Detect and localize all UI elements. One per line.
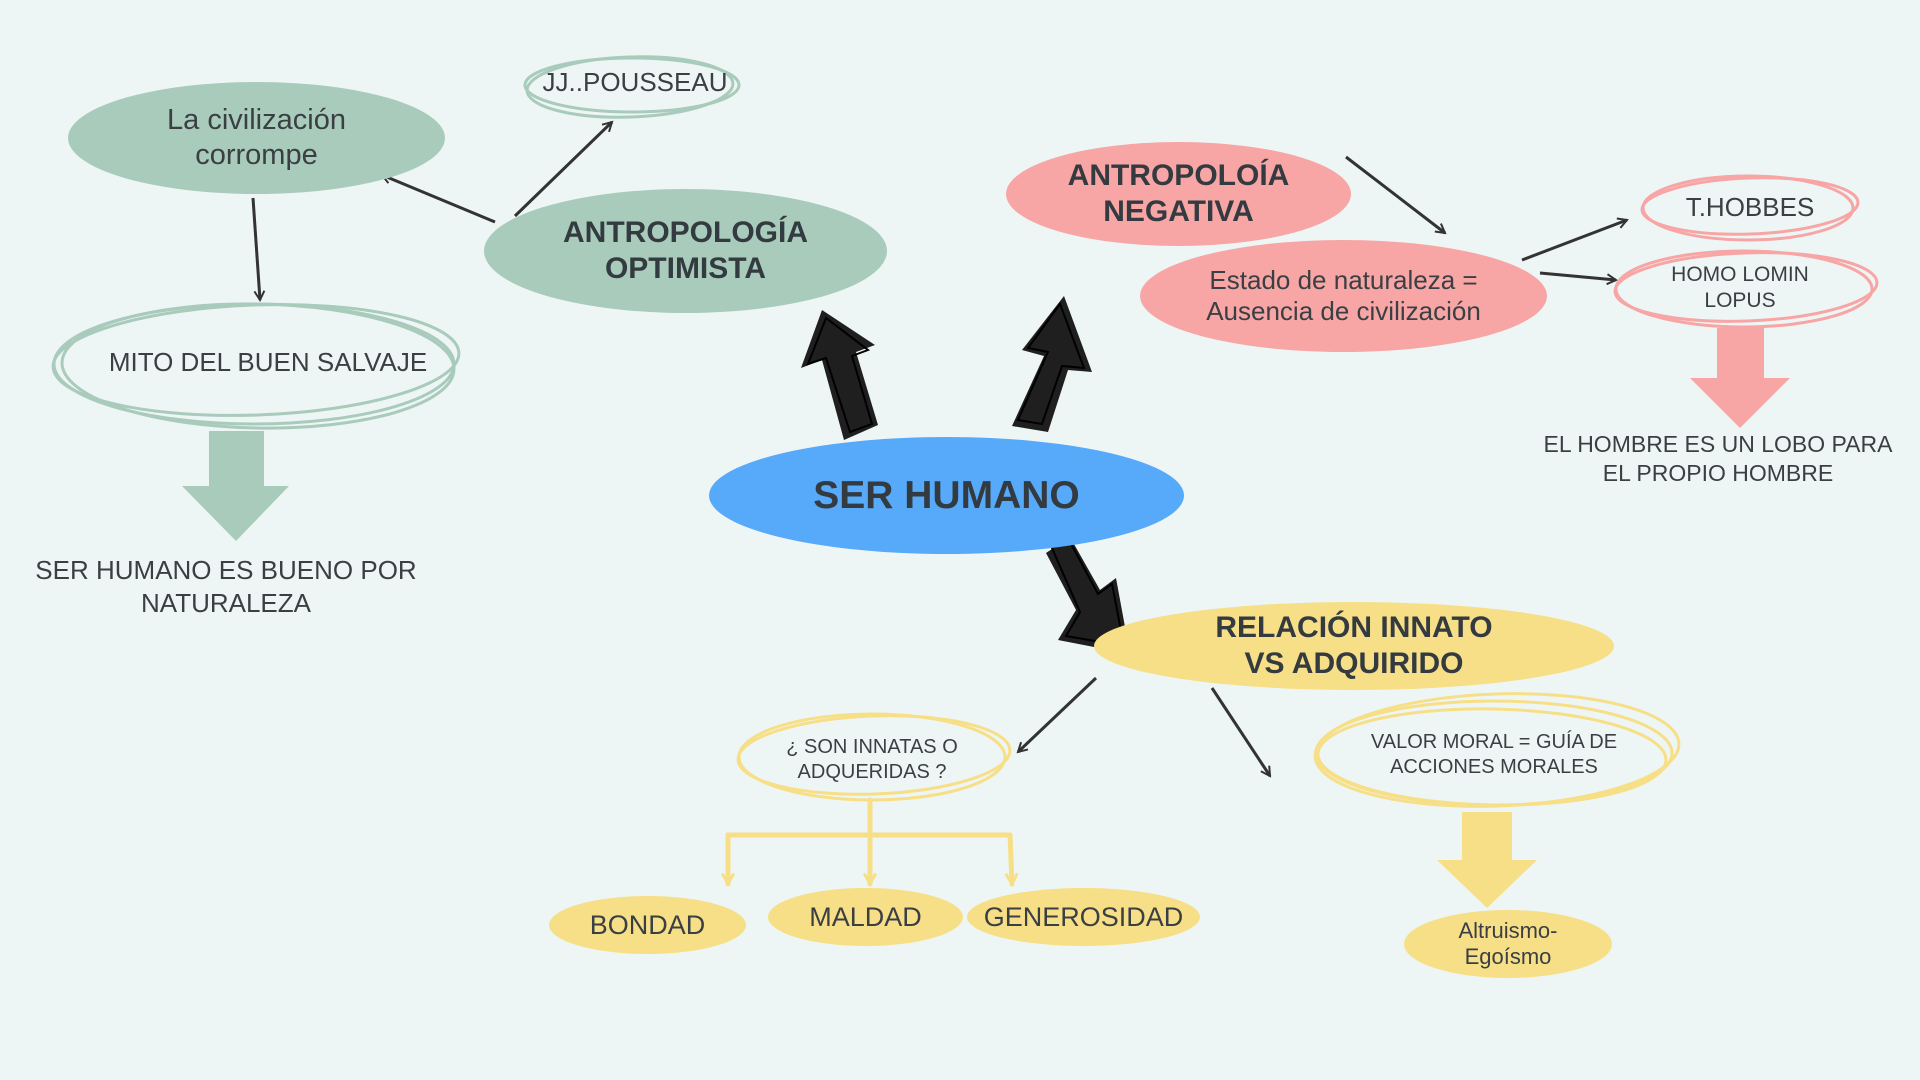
relacion-title-line-1: RELACIÓN INNATO (1215, 611, 1493, 644)
optimista-conclusion: SER HUMANO ES BUENO POR NATURALEZA (20, 554, 432, 619)
arrow-optimista-to-author (513, 122, 612, 218)
moral-label: VALOR MORAL = GUÍA DE ACCIONES MORALES (1334, 730, 1654, 780)
idea-line-1: La civilización (167, 104, 346, 137)
state-line-2: Ausencia de civilización (1206, 296, 1481, 326)
negativa-node: ANTROPOLOÍA NEGATIVA (1006, 142, 1351, 246)
arrow-relacion-to-moral (1210, 687, 1272, 776)
negativa-conclusion-line-2: EL PROPIO HOMBRE (1602, 459, 1834, 486)
sketch-arrow-to-optimista (801, 310, 878, 440)
option-bondad: BONDAD (549, 896, 746, 954)
ring-myth (51, 302, 461, 430)
ring-author-optimista (523, 55, 741, 119)
option-maldad-label: MALDAD (809, 901, 922, 932)
state-line-1: Estado de naturaleza = (1209, 264, 1478, 295)
idea-line-2: corrompe (195, 139, 318, 171)
center-label: SER HUMANO (813, 473, 1080, 517)
arrow-state-to-author (1521, 220, 1627, 262)
ring-moral (1313, 692, 1681, 808)
result-node: Altruismo- Egoísmo (1404, 910, 1612, 978)
arrow-state-to-latin (1539, 271, 1616, 280)
optimista-title-line-1: ANTROPOLOGÍA (563, 216, 808, 249)
option-bondad-label: BONDAD (589, 909, 706, 940)
block-arrow-moral-down (1437, 812, 1537, 908)
author-negativa-label: T.HOBBES (1685, 192, 1815, 222)
block-arrow-myth-down (182, 431, 289, 541)
sketch-arrow-to-relacion (1046, 536, 1130, 654)
negativa-title-line-2: NEGATIVA (1103, 195, 1254, 228)
moral-line-1: VALOR MORAL = GUÍA DE (1370, 731, 1618, 753)
myth-label: MITO DEL BUEN SALVAJE (108, 347, 428, 377)
latin-line-1: HOMO LOMIN (1671, 263, 1809, 286)
idea-node: La civilización corrompe (68, 82, 445, 194)
sketch-arrow-to-negativa (1012, 296, 1092, 432)
arrow-negativa-to-state (1345, 155, 1445, 233)
result-line-1: Altruismo- (1458, 917, 1558, 943)
negativa-conclusion: EL HOMBRE ES UN LOBO PARA EL PROPIO HOMB… (1526, 430, 1910, 488)
option-maldad: MALDAD (768, 888, 963, 946)
ring-latin (1613, 249, 1879, 329)
relacion-node: RELACIÓN INNATO VS ADQUIRIDO (1094, 602, 1614, 690)
center-node: SER HUMANO (709, 437, 1184, 554)
arrow-relacion-to-question (1018, 676, 1098, 752)
option-generosidad: GENEROSIDAD (967, 888, 1200, 946)
arrow-idea-to-myth (251, 197, 260, 300)
state-node: Estado de naturaleza = Ausencia de civil… (1140, 240, 1547, 352)
options-branch-connector (728, 797, 1012, 884)
moral-line-2: ACCIONES MORALES (1390, 756, 1598, 778)
optimista-conclusion-line-1: SER HUMANO ES BUENO POR (35, 555, 417, 585)
relacion-title-line-2: VS ADQUIRIDO (1244, 647, 1464, 680)
arrow-optimista-to-idea (382, 175, 496, 224)
author-optimista-label: JJ..POUSSEAU (542, 67, 728, 97)
ring-author-negativa (1640, 174, 1860, 242)
result-line-2: Egoísmo (1464, 944, 1552, 969)
optimista-conclusion-line-2: NATURALEZA (141, 587, 311, 618)
question-line-2: ADQUERIDAS ? (797, 761, 947, 783)
latin-label: HOMO LOMIN LOPUS (1640, 262, 1840, 315)
question-label: ¿ SON INNATAS O ADQUERIDAS ? (752, 735, 992, 785)
latin-line-2: LOPUS (1704, 289, 1776, 313)
question-line-1: ¿ SON INNATAS O (786, 736, 958, 758)
negativa-conclusion-line-1: EL HOMBRE ES UN LOBO PARA (1543, 431, 1893, 457)
optimista-node: ANTROPOLOGÍA OPTIMISTA (484, 189, 887, 313)
optimista-title-line-2: OPTIMISTA (604, 252, 767, 285)
option-generosidad-label: GENEROSIDAD (983, 901, 1184, 932)
negativa-title-line-1: ANTROPOLOÍA (1067, 159, 1290, 192)
block-arrow-latin-down (1690, 328, 1790, 428)
